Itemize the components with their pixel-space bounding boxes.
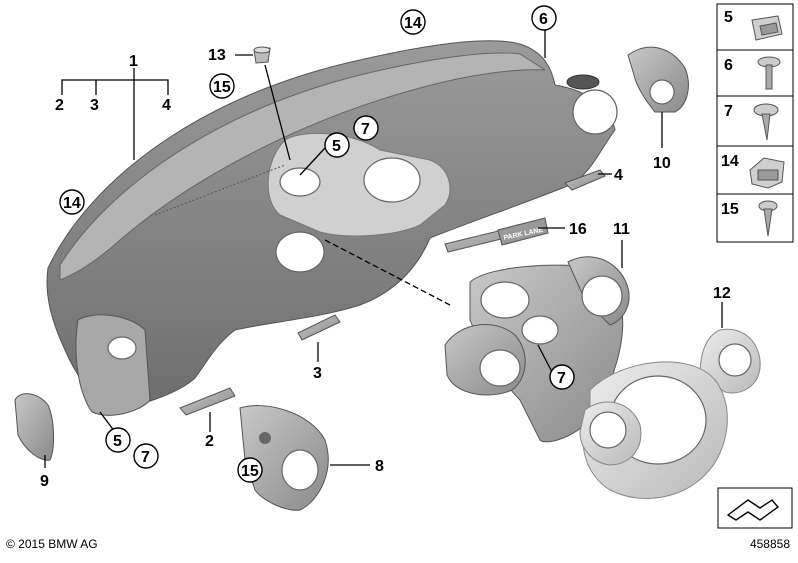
part-13-clip	[253, 46, 271, 64]
callout-14-top: 14	[404, 15, 422, 32]
part-12-bezel-rings	[579, 328, 761, 499]
screw-icon	[753, 103, 779, 141]
callout-1: 1	[129, 53, 138, 70]
part-8-side-panel	[239, 405, 329, 511]
screw-icon	[757, 56, 781, 90]
orientation-arrow-icon	[717, 487, 793, 529]
leader-lines	[44, 30, 723, 468]
callout-4-right: 4	[614, 167, 623, 184]
legend-number-14: 14	[721, 153, 739, 170]
screw-icon	[758, 200, 778, 237]
part-10-end-cap	[627, 46, 689, 113]
fastener-legend: 5 6 7 14 15	[716, 3, 794, 243]
legend-number-5: 5	[724, 9, 733, 26]
callout-3-bottom: 3	[313, 365, 322, 382]
legend-number-15: 15	[721, 201, 739, 218]
part-11-cluster-surround	[444, 256, 630, 443]
diagram-id: 458858	[749, 537, 790, 551]
clip-nut-icon	[751, 15, 783, 41]
callout-16: 16	[569, 221, 587, 238]
callout-7-right: 7	[557, 370, 566, 387]
callout-3-top: 3	[90, 97, 99, 114]
part-4-trim-strip	[564, 169, 606, 191]
callout-7-mid: 7	[361, 121, 370, 138]
callout-12: 12	[713, 285, 731, 302]
callouts: 1 2 3 4 13 15 14 14 5 7 6 10 4 16 11 12 …	[40, 5, 731, 490]
part-3-trim	[297, 314, 341, 341]
callout-13: 13	[208, 47, 226, 64]
copyright-text: © 2015 BMW AG	[6, 537, 98, 551]
callout-4-top: 4	[162, 97, 171, 114]
callout-6: 6	[539, 11, 548, 28]
callout-11: 11	[613, 221, 630, 238]
callout-9: 9	[40, 473, 49, 490]
callout-15-top: 15	[213, 79, 231, 96]
part-16-park-lane-badge: PARK LANE	[444, 217, 549, 253]
spring-nut-icon	[749, 157, 785, 189]
legend-number-7: 7	[724, 103, 733, 120]
callout-5-bottom: 5	[113, 433, 122, 450]
callout-14-left: 14	[63, 195, 81, 212]
callout-7-bottom: 7	[141, 449, 150, 466]
callout-10: 10	[653, 155, 671, 172]
callout-2-top: 2	[55, 97, 64, 114]
callout-2-bottom: 2	[205, 433, 214, 450]
part-2-trim	[179, 387, 236, 416]
callout-8: 8	[375, 458, 384, 475]
part-9-end-cap	[14, 393, 54, 461]
callout-5-mid: 5	[332, 138, 341, 155]
dashboard-panel	[46, 40, 618, 416]
callout-15-bottom: 15	[241, 463, 259, 480]
legend-number-6: 6	[724, 57, 733, 74]
